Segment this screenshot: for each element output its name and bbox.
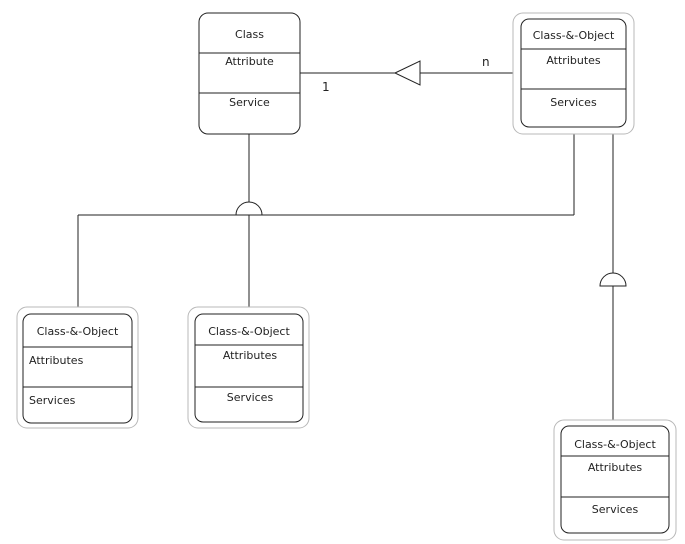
multiplicity-one: 1	[322, 80, 330, 94]
gen-semicircle-class	[235, 201, 263, 216]
class-object-bottom-middle-attributes: Attributes	[223, 349, 278, 362]
class-object-bottom-middle[interactable]: Class-&-Object Attributes Services	[187, 306, 310, 429]
class-box[interactable]: Class Attribute Service	[198, 12, 301, 135]
class-object-bottom-right-name: Class-&-Object	[574, 438, 656, 451]
class-object-bottom-left-attributes: Attributes	[29, 354, 84, 367]
class-object-top-right-inner	[520, 18, 627, 128]
class-object-bottom-middle-inner	[194, 313, 304, 423]
connectors	[77, 60, 627, 426]
class-object-top-right-name: Class-&-Object	[533, 29, 615, 42]
class-object-bottom-left[interactable]: Class-&-Object Attributes Services	[16, 306, 139, 429]
class-object-bottom-right-services: Services	[592, 503, 639, 516]
association-triangle	[393, 60, 421, 86]
class-object-bottom-left-name: Class-&-Object	[37, 325, 119, 338]
class-object-bottom-right-attributes: Attributes	[588, 461, 643, 474]
class-attribute: Attribute	[225, 55, 274, 68]
multiplicity-n: n	[482, 55, 490, 69]
class-service: Service	[229, 96, 270, 109]
class-object-bottom-right[interactable]: Class-&-Object Attributes Services	[553, 419, 677, 541]
class-name: Class	[235, 28, 264, 41]
class-object-top-right-attributes: Attributes	[546, 54, 601, 67]
class-object-top-right-services: Services	[550, 96, 597, 109]
class-box-frame	[198, 12, 301, 135]
class-object-bottom-left-services: Services	[29, 394, 76, 407]
class-object-top-right[interactable]: Class-&-Object Attributes Services	[512, 12, 635, 135]
class-object-bottom-left-inner	[22, 313, 133, 424]
class-object-bottom-middle-name: Class-&-Object	[208, 325, 290, 338]
gen-semicircle-right	[599, 272, 627, 287]
class-object-bottom-right-inner	[560, 425, 670, 534]
class-object-bottom-middle-services: Services	[227, 391, 274, 404]
